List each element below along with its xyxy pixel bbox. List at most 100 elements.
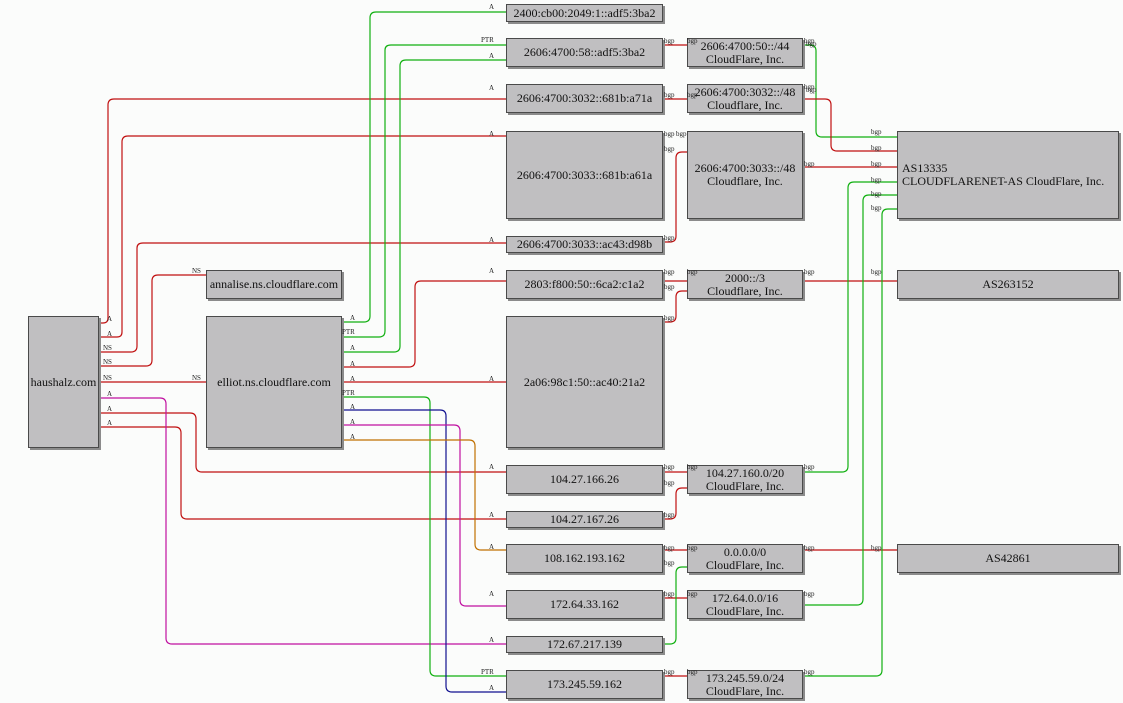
edge-label-ptr: PTR [481,668,494,676]
edge-label-bgp: bgp [804,160,815,168]
edge-label-bgp: bgp [664,511,675,519]
edge-bgp-3032-as [803,98,897,152]
edge-label-bgp: bgp [804,668,815,676]
edge-label-a: A [489,543,495,551]
node-ip-104-27-167-26[interactable]: 104.27.167.26 [506,511,663,528]
node-label: 2803:f800:50::6ca2:c1a2 [524,277,645,291]
node-label: 104.27.167.26 [550,512,619,526]
edge-label-a: A [489,84,495,92]
node-label: annalise.ns.cloudflare.com [209,277,339,291]
edge-ptr-173 [342,396,506,677]
edge-label-bgp: bgp [871,268,882,276]
node-label: 2606:4700:3032::681b:a71a [516,91,653,105]
node-ip-172-67-217-139[interactable]: 172.67.217.139 [506,636,663,653]
edge-label-bgp: bgp [687,668,698,676]
node-ip-2606-4700-3033-d98b[interactable]: 2606:4700:3033::ac43:d98b [506,236,663,253]
edge-label-a: A [489,236,495,244]
edge-a-3032 [99,98,506,324]
node-label: 2606:4700:3033::681b:a61a [516,167,653,182]
edge-ptr-58 [342,44,506,338]
node-ip-2606-4700-3032[interactable]: 2606:4700:3032::681b:a71a [506,84,663,113]
edge-label-ns: NS [192,267,201,275]
node-ip-2606-4700-58[interactable]: 2606:4700:58::adf5:3ba2 [506,38,663,67]
node-label: 108.162.193.162 [544,551,625,565]
edge-label-a: A [489,463,495,471]
edge-label-a: A [489,636,495,644]
edge-label-bgp: bgp [806,40,817,48]
edge-label-bgp: bgp [664,268,675,276]
edge-label-ns: NS [103,374,112,382]
edge-label-a: A [107,315,113,323]
node-ip-172-64-33-162[interactable]: 172.64.33.162 [506,590,663,619]
edge-label-a: A [350,360,356,368]
edge-label-a: A [489,375,495,383]
edge-label-a: A [107,330,113,338]
edge-bgp-2a06 [663,290,687,323]
edge-a-2400 [342,11,506,323]
edge-label-bgp: bgp [676,130,687,138]
node-ip-108-162-193-162[interactable]: 108.162.193.162 [506,544,663,573]
edge-label-bgp: bgp [804,268,815,276]
edge-bgp-d98b [663,151,687,243]
node-haushalz-domain[interactable]: haushalz.com [28,316,99,448]
edge-label-bgp: bgp [687,37,698,45]
edge-label-a: A [350,418,356,426]
edge-label-ns: NS [103,344,112,352]
edge-label-bgp: bgp [804,590,815,598]
node-label: AS263152 [982,277,1034,291]
node-label: 172.64.33.162 [550,597,619,611]
edge-a-3033-d98b [99,242,506,353]
edge-label-bgp: bgp [871,176,882,184]
node-label: elliot.ns.cloudflare.com [217,374,331,389]
edge-label-a: A [489,267,495,275]
node-label: 2606:4700:3033::ac43:d98b [516,237,653,251]
node-ip-2803-f800[interactable]: 2803:f800:50::6ca2:c1a2 [506,270,663,299]
edge-label-bgp: bgp [664,463,675,471]
edge-label-bgp: bgp [871,204,882,212]
edge-label-ns: NS [192,374,201,382]
edge-label-bgp: bgp [664,37,675,45]
edge-label-a: A [350,314,356,322]
node-elliot-nameserver[interactable]: elliot.ns.cloudflare.com [206,316,342,448]
edge-label-a: A [350,375,356,383]
edge-label-a: A [489,511,495,519]
edge-label-ns: NS [103,358,112,366]
node-ip-104-27-166-26[interactable]: 104.27.166.26 [506,465,663,494]
edge-bgp-172-as [803,194,897,606]
node-ip-2400-cb00[interactable]: 2400:cb00:2049:1::adf5:3ba2 [506,4,663,22]
node-as263152[interactable]: AS263152 [897,270,1119,299]
edge-bgp-50-44-as [803,44,897,138]
edge-label-bgp: bgp [871,544,882,552]
node-ip-2606-4700-3033-a61a[interactable]: 2606:4700:3033::681b:a61a [506,131,663,219]
edge-label-bgp: bgp [871,190,882,198]
edge-label-a: A [350,433,356,441]
node-label: 2606:4700:58::adf5:3ba2 [523,45,646,59]
edge-label-bgp: bgp [871,128,882,136]
node-ip-173-245-59-162[interactable]: 173.245.59.162 [506,670,663,699]
edge-layer [99,11,897,693]
edge-label-bgp: bgp [664,145,675,153]
node-ip-2a06-98c1[interactable]: 2a06:98c1:50::ac40:21a2 [506,316,663,448]
edge-label-a: A [350,344,356,352]
edge-label-bgp: bgp [804,463,815,471]
node-as42861[interactable]: AS42861 [897,544,1119,573]
edge-bgp-173-as [803,208,897,677]
node-label: AS42861 [985,551,1031,565]
edge-a-3033-a61a [99,135,506,338]
edge-label-bgp: bgp [687,463,698,471]
node-annalise-nameserver[interactable]: annalise.ns.cloudflare.com [206,270,342,299]
